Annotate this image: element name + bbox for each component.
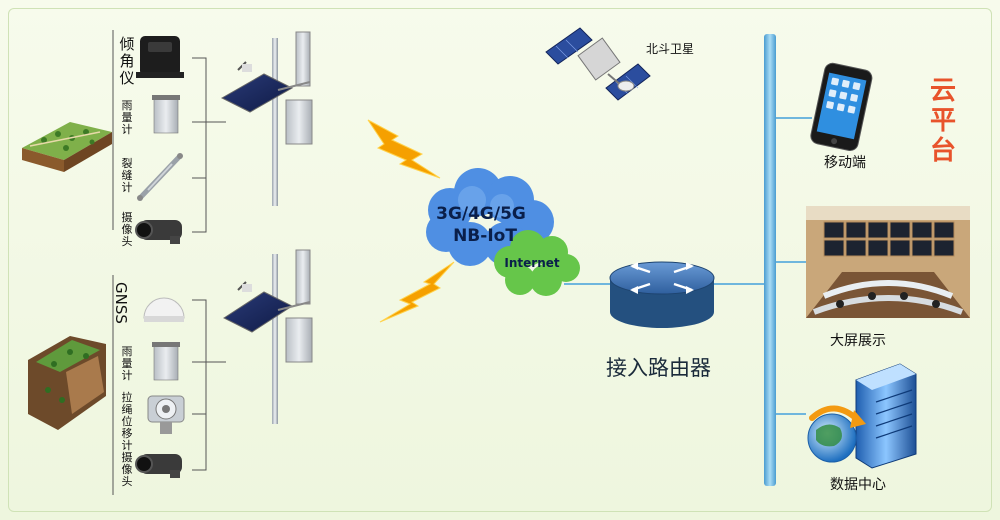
beidou-satellite-icon	[545, 27, 651, 101]
rain-gauge-device-top	[152, 95, 180, 134]
internet-cloud-icon	[494, 230, 580, 296]
terrain-model-bottom	[28, 336, 106, 430]
camera-device-top	[135, 220, 182, 244]
terrain-model-top	[22, 122, 112, 172]
label-router: 接入路由器	[606, 356, 711, 380]
router-icon	[609, 261, 715, 328]
diagram-frame	[8, 8, 992, 512]
label-internet: Internet	[504, 256, 560, 270]
network-cloud-icon	[426, 168, 554, 266]
control-room-image	[806, 206, 970, 318]
network-bus-bar	[764, 34, 776, 486]
label-gnss: GNSS	[112, 282, 130, 324]
wireless-signal-icon-bottom	[379, 261, 455, 323]
label-camera-bottom: 摄像头	[121, 451, 133, 488]
label-network-mobile: 3G/4G/5G	[436, 204, 526, 224]
label-data-center: 数据中心	[830, 477, 886, 493]
crack-meter-device	[137, 153, 183, 201]
label-network-nbiot: NB-IoT	[453, 226, 517, 246]
label-rain-gauge-bottom: 雨量计	[121, 345, 133, 382]
label-tilt-meter: 倾角仪	[119, 35, 135, 87]
gnss-antenna-device	[143, 297, 185, 322]
label-cloud-platform: 云平台	[929, 76, 956, 166]
label-wire-displacement: 拉绳位移计	[121, 391, 133, 452]
label-camera-top: 摄像头	[121, 211, 133, 248]
wire-displacement-device	[147, 395, 185, 434]
data-center-icon	[807, 363, 917, 469]
wireless-signal-icon-top	[367, 119, 441, 179]
label-crack-meter: 裂缝计	[121, 157, 133, 194]
label-rain-gauge-top: 雨量计	[121, 99, 133, 136]
tilt-meter-device	[136, 36, 184, 78]
monitoring-station-top	[220, 31, 313, 206]
sensor-bracket-top	[112, 30, 226, 233]
label-mobile: 移动端	[824, 155, 866, 171]
label-big-screen: 大屏展示	[830, 333, 886, 349]
camera-device-bottom	[135, 454, 182, 478]
sensor-bracket-bottom	[112, 275, 226, 495]
rain-gauge-device-bottom	[152, 342, 180, 381]
label-beidou-satellite: 北斗卫星	[646, 42, 695, 56]
mobile-phone-icon	[810, 62, 873, 152]
monitoring-station-bottom	[222, 249, 313, 424]
